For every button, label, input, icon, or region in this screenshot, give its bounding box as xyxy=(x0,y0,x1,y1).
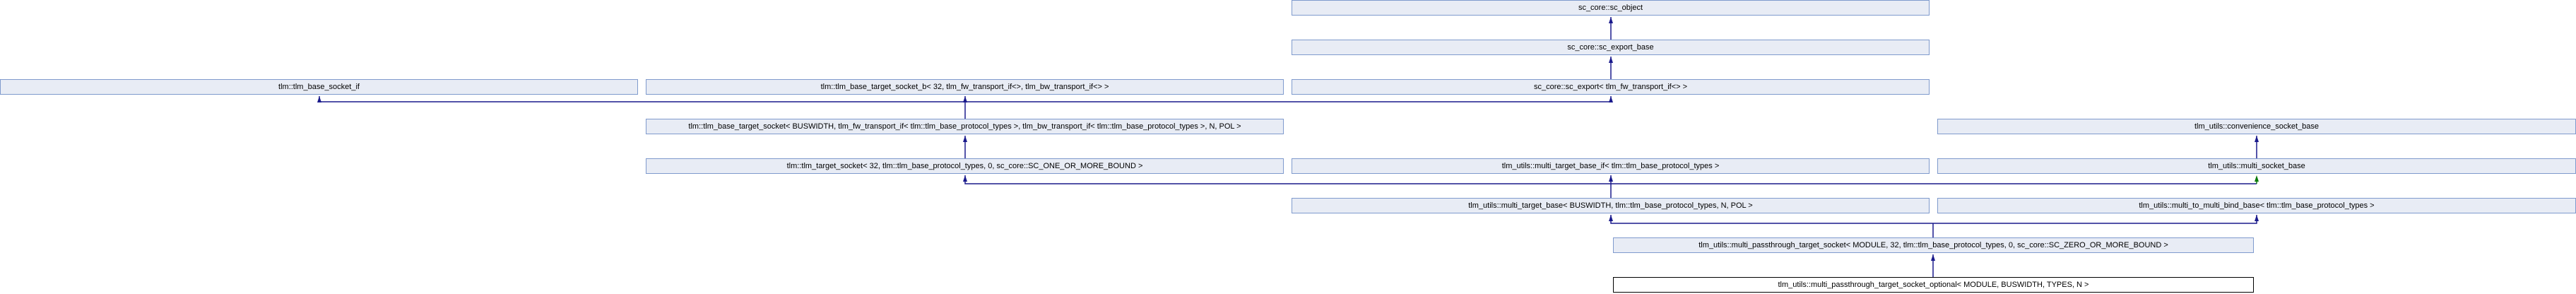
node-tlm-target-socket[interactable]: tlm::tlm_target_socket< 32, tlm::tlm_bas… xyxy=(646,158,1284,174)
arrow-head-icon xyxy=(2255,136,2259,142)
arrow-head-icon xyxy=(963,175,967,182)
arrow-head-icon xyxy=(1609,175,1613,182)
node-sc-export-base[interactable]: sc_core::sc_export_base xyxy=(1292,40,1930,55)
node-multi-passthrough-target-socket[interactable]: tlm_utils::multi_passthrough_target_sock… xyxy=(1613,237,2254,253)
node-convenience-socket-base[interactable]: tlm_utils::convenience_socket_base xyxy=(1937,119,2576,134)
node-multi-target-base[interactable]: tlm_utils::multi_target_base< BUSWIDTH, … xyxy=(1292,198,1930,213)
arrow-head-icon xyxy=(1931,254,1935,261)
node-sc-object[interactable]: sc_core::sc_object xyxy=(1292,0,1930,16)
arrow-head-icon xyxy=(2255,175,2259,182)
node-sc-export[interactable]: sc_core::sc_export< tlm_fw_transport_if<… xyxy=(1292,79,1930,95)
node-multi-to-multi-bind-base[interactable]: tlm_utils::multi_to_multi_bind_base< tlm… xyxy=(1937,198,2576,213)
node-multi-passthrough-target-socket-optional: tlm_utils::multi_passthrough_target_sock… xyxy=(1613,277,2254,293)
node-multi-socket-base[interactable]: tlm_utils::multi_socket_base xyxy=(1937,158,2576,174)
node-tlm-base-target-socket-b[interactable]: tlm::tlm_base_target_socket_b< 32, tlm_f… xyxy=(646,79,1284,95)
node-tlm-base-socket-if[interactable]: tlm::tlm_base_socket_if xyxy=(0,79,638,95)
edge-line xyxy=(1610,215,2257,224)
arrow-head-icon xyxy=(1609,17,1613,23)
node-multi-target-base-if[interactable]: tlm_utils::multi_target_base_if< tlm::tl… xyxy=(1292,158,1930,174)
arrow-head-icon xyxy=(2255,215,2259,221)
arrow-head-icon xyxy=(1609,57,1613,63)
arrow-head-icon xyxy=(1609,215,1613,221)
arrow-head-icon xyxy=(317,96,321,102)
arrow-head-icon xyxy=(963,136,967,142)
node-tlm-base-target-socket[interactable]: tlm::tlm_base_target_socket< BUSWIDTH, t… xyxy=(646,119,1284,134)
arrow-head-icon xyxy=(963,96,967,102)
arrow-head-icon xyxy=(1609,96,1613,102)
